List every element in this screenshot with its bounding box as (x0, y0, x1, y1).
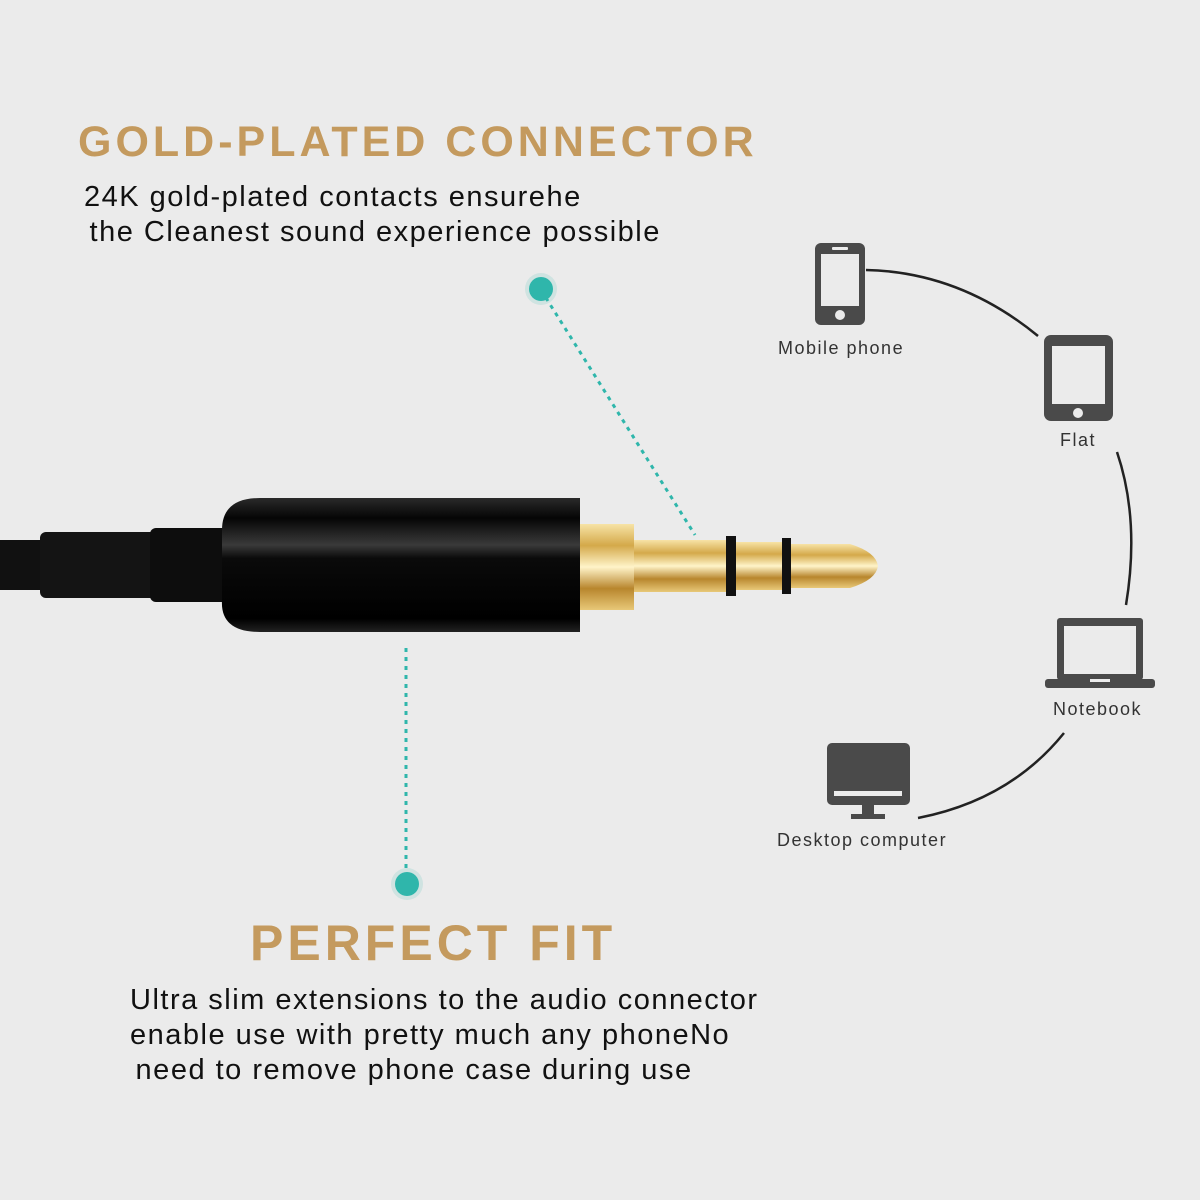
device-label-flat: Flat (1060, 430, 1097, 450)
perfect-fit-line-3: need to remove phone case during use (126, 1054, 693, 1086)
callout-dot-gold (529, 277, 553, 301)
device-connection-arcs (865, 268, 1133, 820)
audio-jack (0, 498, 878, 632)
gold-plated-line-2: the Cleanest sound experience possible (80, 216, 661, 248)
desktop-icon (827, 743, 910, 819)
callout-line-gold (539, 289, 697, 536)
callout-dot-fit (395, 872, 419, 896)
laptop-icon (1045, 618, 1155, 688)
device-label-notebook: Notebook (1053, 699, 1143, 719)
gold-plated-line-1: 24K gold-plated contacts ensurehe (84, 181, 582, 213)
device-label-mobile-phone: Mobile phone (778, 338, 905, 358)
mobile-phone-icon (815, 243, 865, 325)
tablet-icon (1044, 335, 1113, 421)
perfect-fit-line-2: enable use with pretty much any phoneNo (130, 1019, 731, 1051)
perfect-fit-line-1: Ultra slim extensions to the audio conne… (130, 984, 759, 1016)
gold-plated-title: GOLD-PLATED CONNECTOR (78, 118, 758, 166)
perfect-fit-title: PERFECT FIT (250, 915, 617, 971)
device-label-desktop-computer: Desktop computer (777, 830, 948, 850)
